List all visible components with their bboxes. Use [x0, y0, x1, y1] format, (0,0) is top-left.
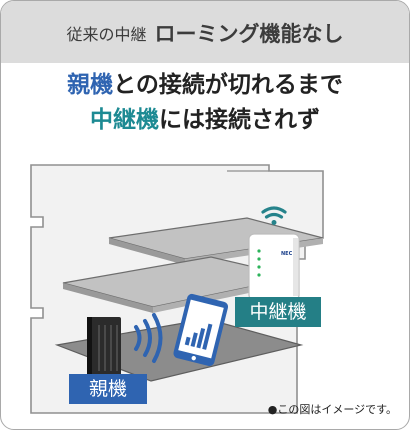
- repeater-device: NEC: [248, 233, 300, 301]
- headline-line-1: 親機との接続が切れるまで: [1, 65, 409, 99]
- headline-line1-rest: との接続が切れるまで: [113, 72, 343, 98]
- header-title: 従来の中継ローミング機能なし: [1, 18, 409, 48]
- header-bar: 従来の中継ローミング機能なし: [1, 1, 409, 63]
- headline-master-word: 親機: [67, 72, 114, 98]
- signal-bars-icon: [184, 323, 213, 350]
- headline-repeater-word: 中継機: [90, 107, 159, 133]
- header-label: 従来の中継: [66, 25, 147, 44]
- signal-waves-icon: [134, 313, 163, 363]
- headline-line2-bold: 接続されず: [205, 107, 320, 133]
- headline-line2-mid: には: [159, 107, 205, 133]
- smartphone: [173, 293, 229, 367]
- device-logo: NEC: [281, 251, 293, 257]
- master-router: [87, 317, 121, 377]
- master-label: 親機: [69, 374, 147, 404]
- header-emphasis: ローミング機能なし: [154, 22, 344, 46]
- image-note: ●この図はイメージです。: [267, 403, 397, 416]
- repeater-label: 中継機: [235, 297, 321, 327]
- wifi-icon: [261, 206, 287, 225]
- headline-line-2: 中継機には接続されず: [1, 100, 409, 134]
